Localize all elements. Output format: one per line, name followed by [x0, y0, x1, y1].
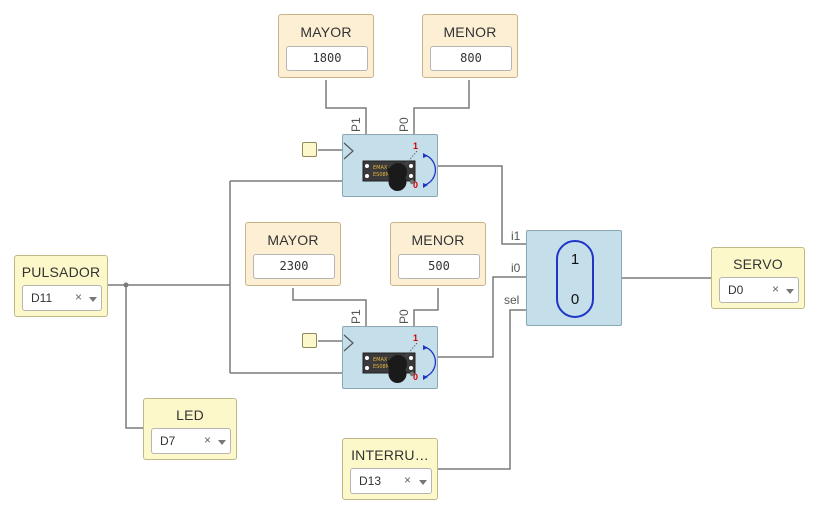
- servo-module-top[interactable]: EMAX ES08MA 1 0: [342, 134, 438, 197]
- wire-interruptor-sel: [438, 309, 526, 470]
- port-label-p1-top: P1: [349, 117, 363, 132]
- multiplexer-block[interactable]: 1 0: [526, 230, 622, 326]
- wire-servo-bottom-mux: [438, 276, 526, 358]
- block-title: MAYOR: [267, 232, 319, 248]
- wire-junction: [123, 282, 129, 288]
- input-block-interruptor[interactable]: INTERRU… D13 ×: [342, 438, 438, 500]
- checkbox-top[interactable]: [302, 142, 317, 157]
- wire-led: [125, 285, 143, 429]
- port-label-p0-top: P0: [397, 117, 411, 132]
- servo-label-0: 0: [413, 372, 419, 382]
- servo-module-bottom[interactable]: EMAX ES08MA 1 0: [342, 326, 438, 389]
- servo-label-0: 0: [413, 180, 419, 190]
- svg-text:ES08MA: ES08MA: [373, 172, 394, 178]
- output-block-led[interactable]: LED D7 ×: [143, 398, 237, 460]
- wire-mayor-top: [325, 80, 367, 134]
- pin-select[interactable]: D11 ×: [22, 285, 102, 311]
- mux-port-i0: i0: [511, 261, 521, 275]
- svg-text:EMAX: EMAX: [373, 165, 388, 171]
- constant-block-mayor-top[interactable]: MAYOR 1800: [278, 14, 374, 78]
- chevron-down-icon[interactable]: [786, 289, 794, 294]
- block-title: INTERRU…: [351, 447, 429, 463]
- servo-label-1: 1: [413, 333, 419, 343]
- wire-mayor-bottom: [292, 288, 367, 326]
- pin-value: D11: [31, 291, 53, 305]
- input-block-pulsador[interactable]: PULSADOR D11 ×: [14, 255, 108, 317]
- svg-text:EMAX: EMAX: [373, 357, 388, 363]
- block-title: MAYOR: [300, 24, 352, 40]
- block-title: SERVO: [733, 256, 783, 272]
- close-icon[interactable]: ×: [404, 473, 412, 487]
- pin-value: D0: [728, 283, 744, 297]
- port-label-p1-bottom: P1: [349, 309, 363, 324]
- mux-port-sel: sel: [504, 293, 520, 307]
- mux-selector: 1 0: [556, 240, 594, 318]
- servo-label-1: 1: [413, 141, 419, 151]
- mux-value-1: 1: [570, 251, 580, 268]
- constant-block-mayor-bottom[interactable]: MAYOR 2300: [245, 222, 341, 286]
- mux-value-0: 0: [570, 291, 580, 308]
- chevron-down-icon[interactable]: [89, 297, 97, 302]
- svg-text:ES08MA: ES08MA: [373, 364, 394, 370]
- block-title: MENOR: [443, 24, 497, 40]
- output-block-servo[interactable]: SERVO D0 ×: [711, 247, 805, 309]
- constant-block-menor-bottom[interactable]: MENOR 500: [390, 222, 486, 286]
- block-title: PULSADOR: [21, 264, 101, 280]
- close-icon[interactable]: ×: [204, 433, 212, 447]
- pin-value: D13: [359, 474, 382, 488]
- mux-port-i1: i1: [511, 229, 521, 243]
- value-input[interactable]: 500: [398, 254, 480, 279]
- close-icon[interactable]: ×: [75, 290, 83, 304]
- pin-value: D7: [160, 434, 176, 448]
- block-title: MENOR: [411, 232, 465, 248]
- pin-select[interactable]: D0 ×: [719, 277, 799, 303]
- wire-menor-bottom: [413, 288, 439, 326]
- chevron-down-icon[interactable]: [419, 480, 427, 485]
- chevron-down-icon[interactable]: [218, 440, 226, 445]
- value-input[interactable]: 800: [430, 46, 512, 71]
- servo-motor-icon: EMAX ES08MA: [343, 334, 437, 383]
- port-label-p0-bottom: P0: [397, 309, 411, 324]
- constant-block-menor-top[interactable]: MENOR 800: [422, 14, 518, 78]
- checkbox-bottom[interactable]: [302, 333, 317, 348]
- value-input[interactable]: 1800: [286, 46, 368, 71]
- close-icon[interactable]: ×: [772, 282, 780, 296]
- pin-select[interactable]: D13 ×: [350, 468, 432, 494]
- wire-menor-top: [413, 80, 470, 134]
- value-input[interactable]: 2300: [253, 254, 335, 279]
- wire-servo-top-mux: [438, 165, 526, 245]
- servo-motor-icon: EMAX ES08MA: [343, 142, 437, 191]
- pin-select[interactable]: D7 ×: [151, 428, 231, 454]
- block-title: LED: [176, 407, 204, 423]
